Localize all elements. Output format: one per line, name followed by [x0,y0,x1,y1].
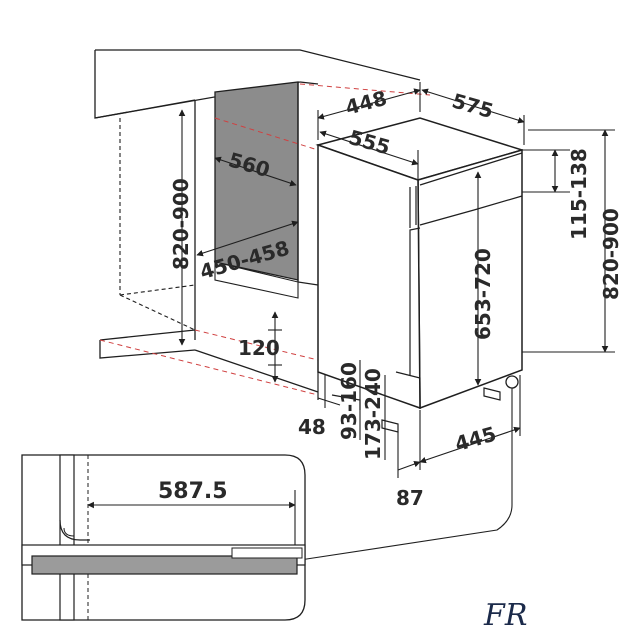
dim-820-900-left-label: 820-900 [169,178,193,270]
dim-93-160-label: 93-160 [337,362,361,440]
dishwasher-body [315,117,525,410]
dim-line-450-458 [196,220,299,257]
dim-120-label: 120 [238,336,280,360]
dim-line-555 [319,130,419,185]
dim-line-560 [214,156,297,187]
brand-logo: FR [483,598,527,633]
dim-line-87 [397,432,421,478]
dim-line-448 [317,82,421,140]
dim-820-900-right-label: 820-900 [599,208,623,300]
dim-575-label: 575 [449,89,496,124]
dim-line-820-900-right [522,129,615,353]
dim-line-445 [419,375,521,470]
dishwasher-details [317,152,523,433]
detail-box [21,454,306,621]
niche-side-wall [297,82,319,286]
dim-445-label: 445 [452,422,499,457]
dim-448-label: 448 [343,86,390,120]
niche-floor [214,261,299,299]
dim-48-label: 48 [298,415,326,439]
dim-653-720-label: 653-720 [471,248,495,340]
brand-logo-text: FR [483,598,527,633]
dim-line-120 [268,311,282,383]
detail-587-5-label: 587.5 [158,479,228,504]
foot-wheel [505,375,519,389]
dim-115-138-label: 115-138 [567,148,591,240]
detail-callout-line [299,388,513,561]
left-cabinet-solid [99,100,319,393]
dim-line-575 [421,88,525,145]
dim-87-label: 87 [396,486,424,510]
dim-173-240-label: 173-240 [361,368,385,460]
dim-line-115-138 [522,149,570,193]
dim-line-48 [317,375,341,408]
